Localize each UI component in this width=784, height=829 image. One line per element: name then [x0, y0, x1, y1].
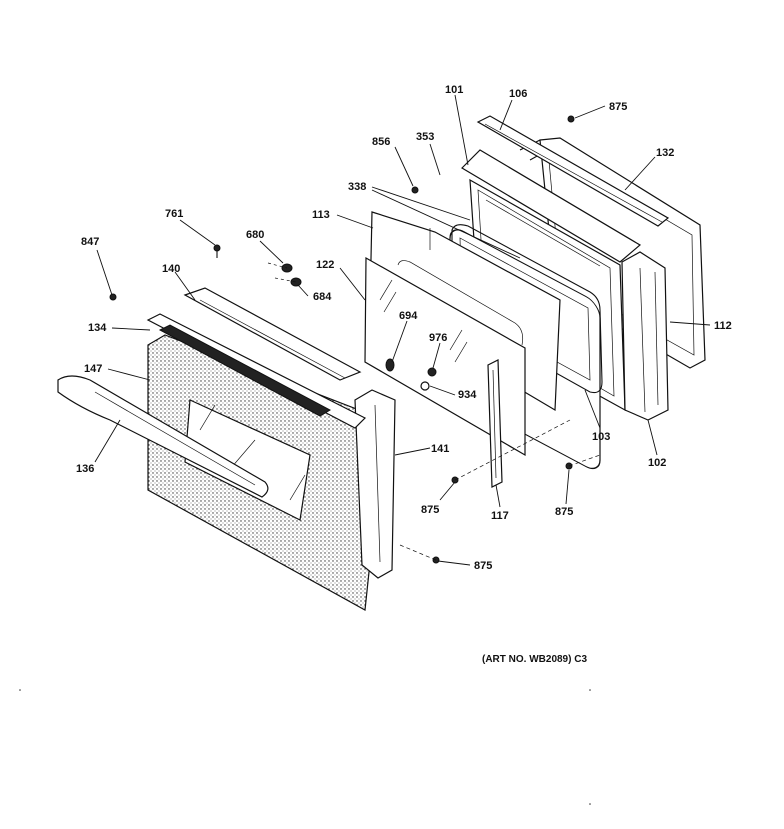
callout-102: 102 [648, 457, 666, 469]
vent-bracket [183, 287, 362, 381]
callout-875-right: 875 [555, 506, 573, 518]
callout-117: 117 [491, 510, 509, 522]
side-channel [621, 251, 669, 421]
callout-147: 147 [84, 363, 102, 375]
callout-976: 976 [429, 332, 447, 344]
callout-875-left: 875 [421, 504, 439, 516]
callout-140: 140 [162, 263, 180, 275]
door-handle [57, 375, 269, 498]
vertical-bracket [487, 359, 503, 488]
callout-353: 353 [416, 131, 434, 143]
callout-856: 856 [372, 136, 390, 148]
reference-lines [267, 262, 601, 561]
callout-101: 101 [445, 84, 463, 96]
callout-103: 103 [592, 431, 610, 443]
top-trim-strip [476, 115, 670, 227]
callout-694: 694 [399, 310, 418, 322]
callout-684: 684 [313, 291, 332, 303]
callout-141: 141 [431, 443, 449, 455]
callout-680: 680 [246, 229, 264, 241]
callout-132: 132 [656, 147, 674, 159]
callout-338: 338 [348, 181, 366, 193]
callout-134: 134 [88, 322, 107, 334]
callout-136: 136 [76, 463, 94, 475]
callout-761: 761 [165, 208, 183, 220]
callout-106: 106 [509, 88, 527, 100]
side-trim [354, 389, 396, 579]
callout-122: 122 [316, 259, 334, 271]
art-number-label: (ART NO. WB2089) C3 [482, 654, 587, 665]
glass-panel-122 [364, 256, 526, 457]
leader-lines [94, 94, 711, 566]
callout-875-top: 875 [609, 101, 627, 113]
callout-847: 847 [81, 236, 99, 248]
part-callouts: 101 106 875 856 353 132 338 761 113 680 … [76, 84, 732, 572]
callout-934: 934 [458, 389, 477, 401]
callout-113: 113 [312, 209, 330, 221]
callout-112: 112 [714, 320, 732, 332]
callout-875-bottom: 875 [474, 560, 492, 572]
top-cap [146, 313, 367, 429]
